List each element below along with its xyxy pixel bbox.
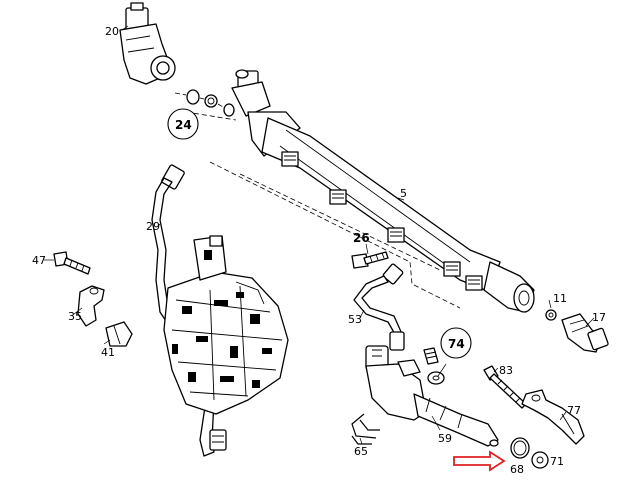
seal-ring-set <box>174 89 235 117</box>
highlight-arrow <box>453 450 506 472</box>
injector-seal-ring <box>510 437 530 459</box>
line-bracket <box>77 285 105 327</box>
callout-24-badge <box>167 108 199 140</box>
callout-labels: 5 11 17 20 24 26 29 35 41 47 53 59 65 68… <box>32 25 606 476</box>
injector-line <box>353 263 405 351</box>
callout-35: 35 <box>68 310 82 323</box>
fuel-injector <box>365 345 499 447</box>
stud-bolt <box>483 365 527 409</box>
callout-65: 65 <box>354 445 368 458</box>
callout-59: 59 <box>438 432 452 445</box>
high-pressure-line <box>151 164 227 457</box>
mounting-bolt <box>351 251 389 269</box>
bracket-bolt <box>53 251 91 275</box>
callout-20: 20 <box>105 25 119 38</box>
leader-lines <box>44 25 595 445</box>
union-fitting <box>423 347 445 385</box>
callout-11: 11 <box>553 292 567 305</box>
callout-47: 47 <box>32 254 46 267</box>
callout-53: 53 <box>348 313 362 326</box>
rail-pressure-sensor <box>545 309 609 353</box>
clamping-claw <box>521 389 585 445</box>
fuel-rail <box>231 69 535 313</box>
callout-41: 41 <box>101 346 115 359</box>
pressure-regulator-valve <box>119 2 176 85</box>
callout-24: 24 <box>175 118 192 132</box>
callout-26: 26 <box>353 231 370 245</box>
callout-68: 68 <box>510 463 524 476</box>
rubber-grommet <box>105 321 133 347</box>
callout-29: 29 <box>146 220 160 233</box>
rail-outlet <box>281 151 483 291</box>
callout-74: 74 <box>448 337 465 351</box>
callout-77: 77 <box>567 404 581 417</box>
callout-83: 83 <box>499 364 513 377</box>
callout-17: 17 <box>592 311 606 324</box>
callout-71: 71 <box>550 455 564 468</box>
callout-74-badge <box>440 327 472 359</box>
callout-5: 5 <box>400 187 407 200</box>
retaining-clip <box>351 413 380 445</box>
high-pressure-pump <box>163 235 289 415</box>
copper-washer <box>531 451 549 469</box>
